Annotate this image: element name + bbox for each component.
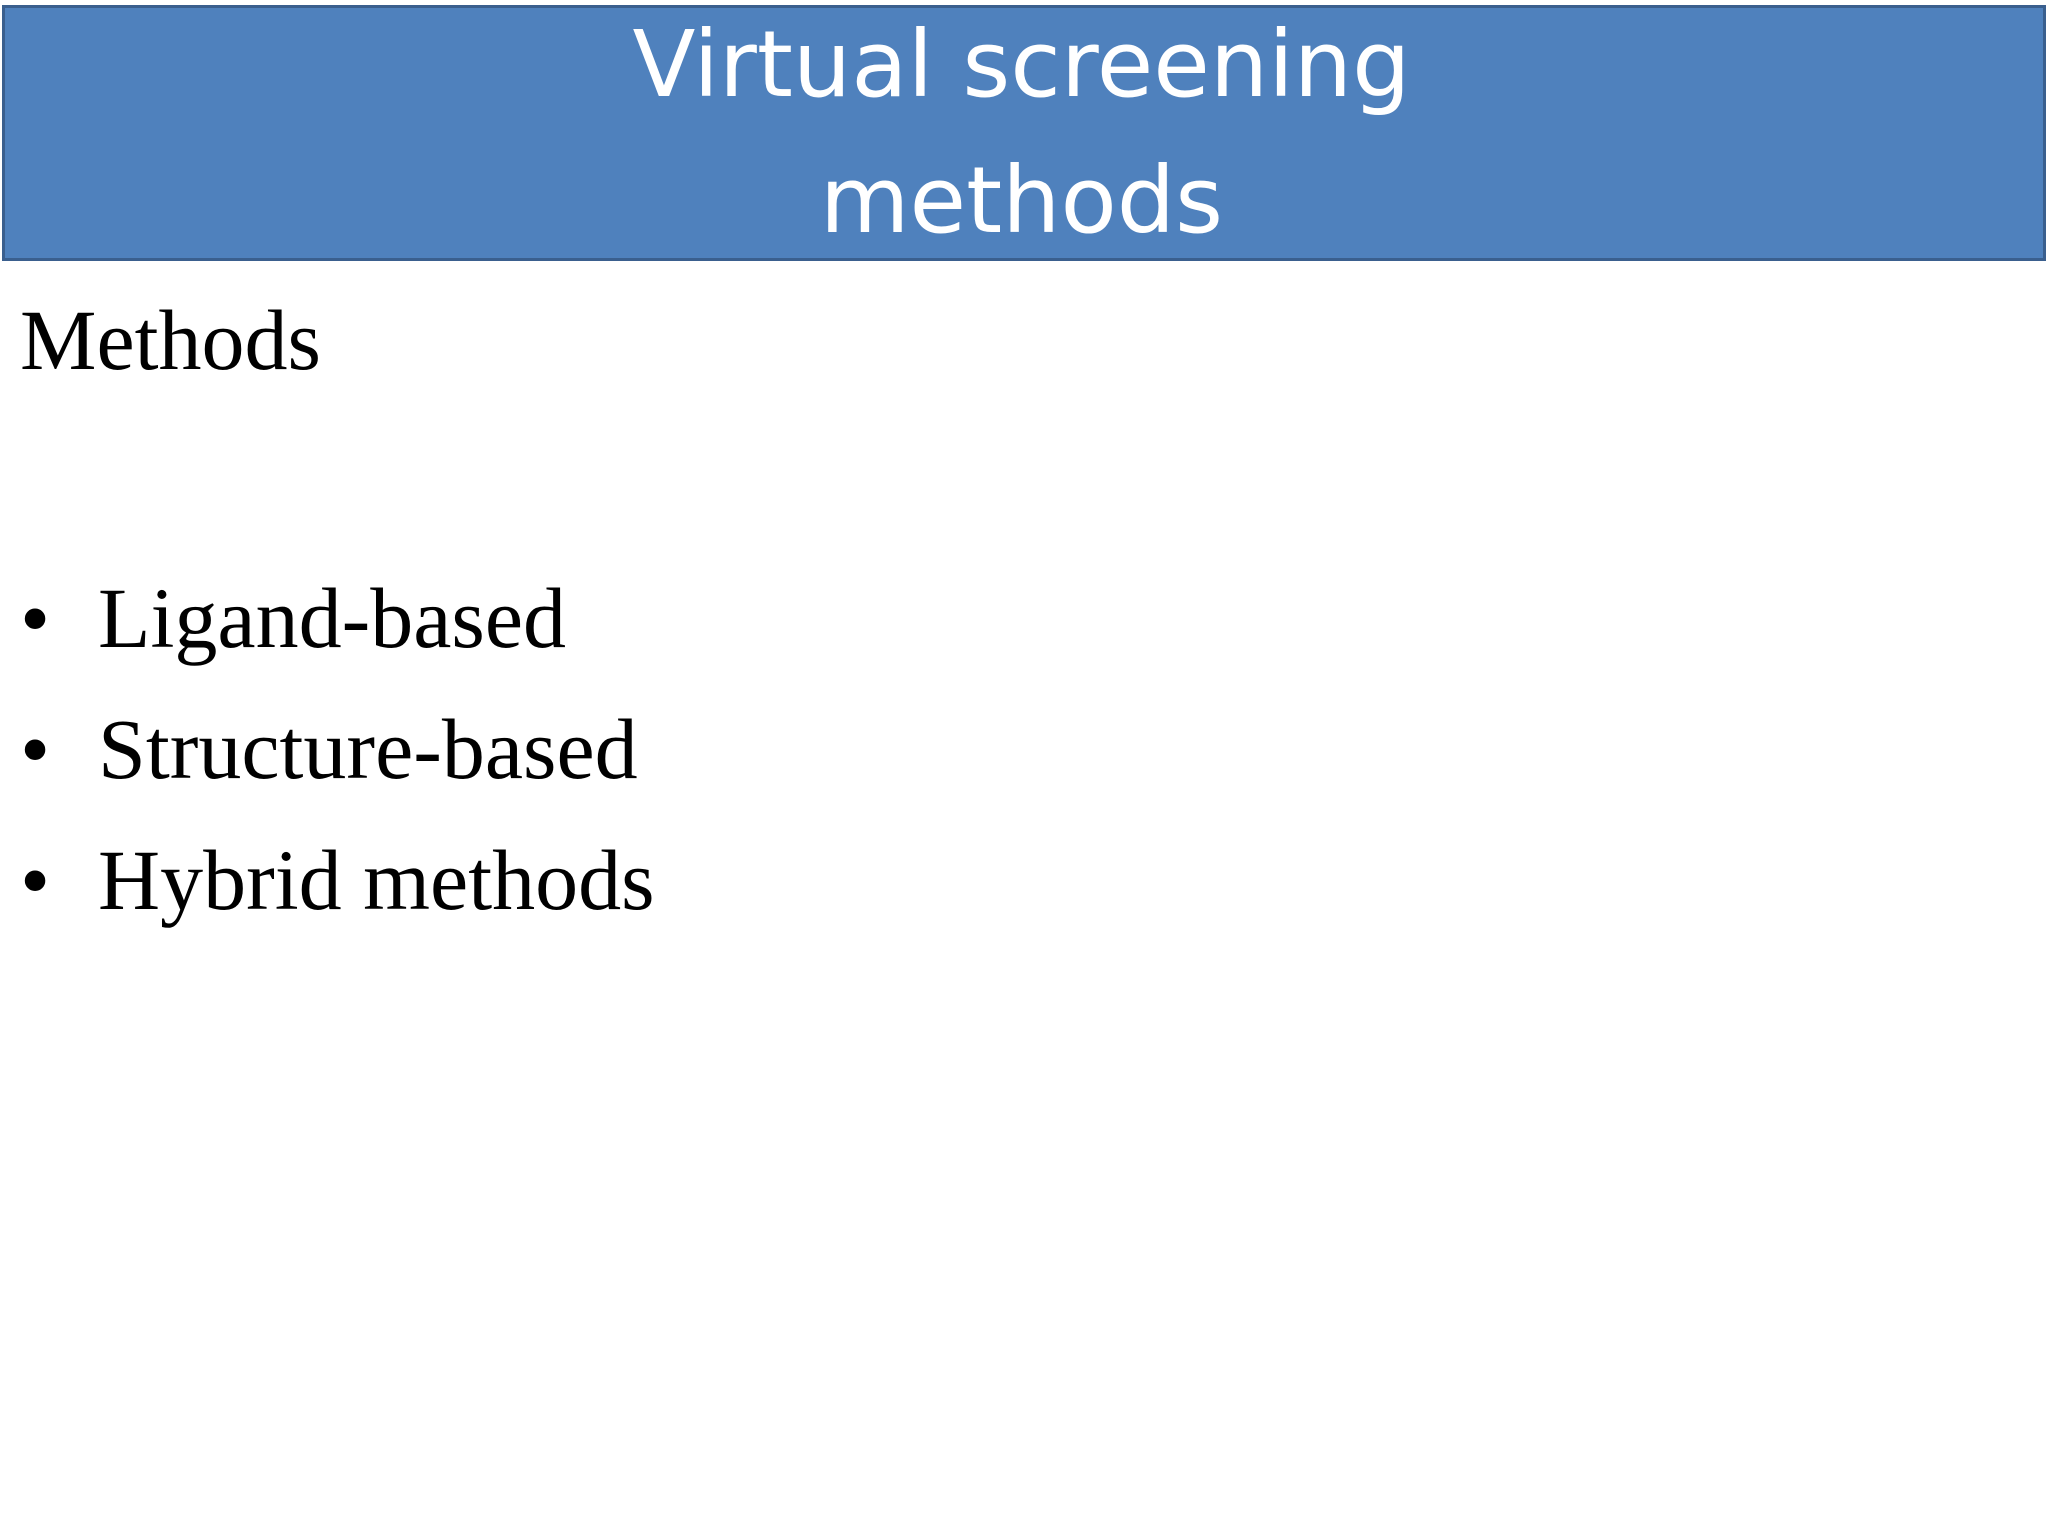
bullet-label-structure-based: Structure-based [98,700,638,797]
list-item: • Hybrid methods [20,814,655,945]
bullet-dot-icon: • [20,700,51,797]
list-item: • Ligand-based [20,552,655,683]
bullet-dot-icon: • [20,831,51,928]
bullet-dot-icon: • [20,569,51,666]
bullet-label-hybrid-methods: Hybrid methods [98,831,655,928]
bullet-list: • Ligand-based • Structure-based • Hybri… [20,552,655,945]
section-heading: Methods [20,292,321,388]
title-bar: Virtual screening methods [2,5,2046,261]
list-item: • Structure-based [20,683,655,814]
slide-title: Virtual screening methods [632,11,1411,254]
bullet-label-ligand-based: Ligand-based [98,569,567,666]
